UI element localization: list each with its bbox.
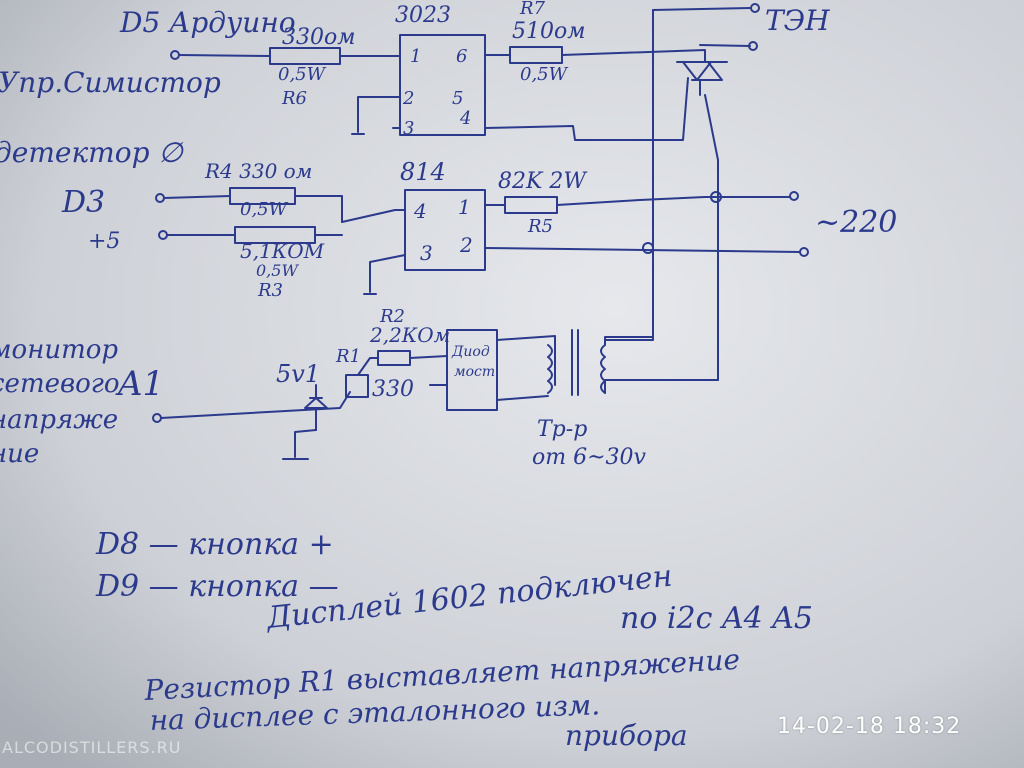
pin-3: 3 bbox=[403, 118, 414, 139]
pin-2: 2 bbox=[402, 88, 414, 109]
wire-triac-down bbox=[704, 94, 719, 381]
transformer-core bbox=[571, 329, 579, 396]
note-display2: по i2c A4 A5 bbox=[620, 601, 813, 636]
timestamp: 14-02-18 18:32 bbox=[777, 714, 962, 739]
label-detector: детектор ∅ bbox=[0, 136, 184, 169]
wire-814-ground bbox=[369, 254, 406, 293]
label-opto1: 3023 bbox=[395, 3, 451, 28]
transformer-primary-coil bbox=[547, 344, 553, 394]
wire-r1-r2 bbox=[357, 357, 379, 376]
pin-1: 1 bbox=[410, 46, 421, 67]
label-trans: Тр-р bbox=[537, 417, 587, 442]
wire-r5-right bbox=[556, 196, 706, 206]
node-814-pin2 bbox=[642, 242, 654, 254]
pin-5: 5 bbox=[452, 88, 463, 109]
label-monitor2: сетевого bbox=[0, 369, 120, 399]
wire-bridge-trans-top bbox=[496, 335, 556, 386]
zener-diode bbox=[304, 384, 328, 431]
wires bbox=[152, 3, 809, 460]
label-r4: R4 330 ом bbox=[204, 159, 312, 183]
label-ten: ТЭН bbox=[765, 4, 830, 37]
terminal-220-top bbox=[789, 191, 799, 201]
diode-bridge bbox=[446, 329, 498, 411]
wire-r7-right bbox=[561, 49, 706, 63]
wire-pin2-ground bbox=[357, 96, 401, 133]
label-r2-val: 2,2КОм bbox=[369, 323, 450, 347]
wire-ten-top bbox=[652, 7, 751, 11]
note-d9: D9 — кнопка — bbox=[95, 569, 339, 604]
label-plus5: +5 bbox=[88, 229, 120, 254]
ten-terminal bbox=[748, 41, 758, 51]
ten-terminal-top bbox=[750, 3, 760, 13]
label-trans-v: от 6~30v bbox=[532, 445, 647, 470]
label-monitor1: монитор bbox=[0, 335, 118, 365]
wire-d5-r6 bbox=[178, 54, 271, 57]
label-v220: ~220 bbox=[815, 205, 897, 240]
label-r3-w: 0,5W bbox=[256, 261, 299, 280]
label-d5: D5 Ардуино bbox=[119, 6, 296, 39]
opto-3023-body bbox=[399, 34, 486, 136]
label-r1: R1 bbox=[335, 346, 361, 367]
wire-to-814 bbox=[341, 209, 406, 223]
pin-4: 4 bbox=[459, 108, 471, 129]
wire-r4-right bbox=[294, 195, 343, 223]
label-r3-val: 5,1КОМ bbox=[240, 239, 325, 263]
label-opto2: 814 bbox=[400, 158, 446, 186]
label-bridge2: мост bbox=[454, 364, 495, 380]
wire-ten-vertical bbox=[604, 9, 654, 341]
label-monitor4: ние bbox=[0, 439, 39, 469]
wire-bridge-trans-bot bbox=[496, 395, 549, 401]
labels: D5 Ардуино Упр.Симистор 3023 R7 510ом 0,… bbox=[0, 0, 897, 470]
label-monitor3: напряже bbox=[0, 405, 118, 435]
label-r6-val: 330ом bbox=[282, 25, 355, 50]
label-r7: R7 bbox=[519, 0, 546, 19]
watermark: ALCODISTILLERS.RU bbox=[2, 738, 182, 757]
label-r5: R5 bbox=[527, 216, 553, 237]
pin-814-1: 1 bbox=[458, 195, 471, 219]
label-v5: 5v1 bbox=[276, 360, 320, 388]
label-r7-val: 510ом bbox=[512, 19, 585, 44]
pin-814-2: 2 bbox=[459, 233, 473, 257]
wire-trans-bot bbox=[604, 379, 719, 394]
pin-814-4: 4 bbox=[413, 199, 427, 223]
wire-triac-top bbox=[699, 44, 751, 47]
label-d3: D3 bbox=[61, 185, 105, 220]
label-r6-w: 0,5W bbox=[278, 64, 327, 85]
terminal-220-bot bbox=[799, 247, 809, 257]
pin-814-3: 3 bbox=[420, 241, 433, 265]
transformer-secondary-coil bbox=[600, 344, 606, 394]
label-a1: A1 bbox=[115, 364, 164, 404]
label-r5-val: 82K 2W bbox=[498, 169, 588, 194]
wire-d3-r4 bbox=[163, 195, 231, 199]
note-d8: D8 — кнопка + bbox=[95, 527, 334, 562]
opto-814-body bbox=[404, 189, 486, 271]
note-r1-3: прибора bbox=[565, 719, 688, 752]
label-r6: R6 bbox=[281, 88, 307, 109]
wire-r2-bridge bbox=[409, 355, 448, 359]
wire-zener-ground bbox=[294, 429, 317, 458]
wire-pin4-gate bbox=[484, 77, 689, 141]
label-upr: Упр.Симистор bbox=[0, 66, 221, 99]
label-r3: R3 bbox=[257, 280, 283, 301]
label-r4-w: 0,5W bbox=[240, 199, 289, 220]
label-bridge1: Диод bbox=[451, 344, 490, 360]
pin-6: 6 bbox=[456, 46, 467, 67]
label-r2: R2 bbox=[379, 306, 405, 327]
label-r7-w: 0,5W bbox=[520, 64, 569, 85]
triac-symbol bbox=[676, 61, 728, 96]
label-r1-val: 330 bbox=[372, 377, 414, 402]
wire-trans-top bbox=[604, 336, 654, 346]
